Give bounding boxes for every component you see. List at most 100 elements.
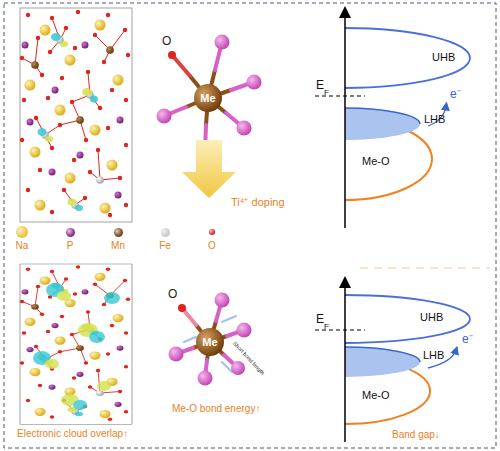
crystal-structure: [40, 25, 51, 36]
octahedron: [237, 121, 252, 136]
crystal-structure: [124, 143, 128, 147]
octahedron-doped: [196, 328, 224, 356]
octahedron-doped: [169, 293, 252, 386]
octahedron: [168, 51, 176, 59]
band-diagram: [345, 108, 420, 124]
crystal-structure: [98, 150, 100, 180]
crystal-structure: [46, 96, 50, 100]
octahedron-doped: [222, 316, 236, 322]
crystal-structure: [50, 146, 54, 150]
crystal-structure: [70, 100, 74, 104]
crystal-structure: [115, 192, 122, 199]
crystal-structure: [22, 42, 29, 49]
band-diagram-doped: [345, 347, 420, 362]
band-diagram-doped: [344, 282, 346, 442]
crystal-structure: [93, 33, 97, 37]
crystal-structure: [77, 152, 84, 159]
crystal-structure: [50, 16, 54, 20]
atom-label: Me: [200, 92, 215, 105]
crystal-structure: [113, 75, 124, 86]
legend-label: Mn: [111, 240, 125, 252]
crystal-structure: [95, 20, 106, 31]
band-label: Me-O: [362, 155, 390, 168]
crystal-structure: [98, 106, 102, 110]
octahedron-doped: [215, 293, 230, 308]
crystal-structure: [72, 158, 76, 162]
octahedron: [247, 75, 262, 90]
band-diagram: [345, 108, 420, 140]
crystal-structure: [49, 169, 56, 176]
crystal-structure: [96, 176, 104, 184]
legend-label: O: [208, 240, 216, 252]
legend-swatch: [114, 228, 123, 237]
electron-cloud: [104, 292, 120, 304]
electron-cloud: [57, 291, 71, 301]
crystal-structure: [20, 138, 24, 142]
crystal-structure: [31, 46, 114, 124]
legend-swatch: [66, 228, 75, 237]
crystal-structure: [20, 56, 24, 60]
crystal-structure: [118, 176, 122, 180]
crystal-structure: [106, 46, 114, 54]
crystal-structure: [38, 168, 42, 172]
band-label: UHB: [420, 311, 443, 324]
crystal-structure: [48, 50, 52, 54]
crystal-structure: [20, 8, 132, 222]
crystal-structure: [124, 203, 128, 207]
band-label: LHB: [423, 349, 444, 362]
legend-swatch: [16, 226, 28, 238]
crystal-structure: [126, 53, 130, 57]
octahedron-doped: [231, 361, 245, 375]
crystal-structure: [20, 10, 130, 217]
octahedron-doped: [176, 300, 244, 378]
legend-swatch: [161, 228, 170, 237]
crystal-structure: [22, 18, 125, 205]
crystal-structure: [82, 42, 89, 49]
crystal-structure: [25, 20, 124, 214]
atom-label: Me: [202, 336, 217, 349]
octahedron-doped: [198, 371, 213, 386]
effect-label: Band gap↓: [392, 429, 440, 441]
octahedron: [164, 42, 254, 152]
crystal-structure: [106, 126, 110, 130]
crystal-structure: [38, 33, 99, 211]
crystal-structure: [117, 117, 124, 124]
octahedron-doped: [184, 337, 196, 342]
band-diagram: [315, 12, 470, 228]
electron-cloud: [97, 381, 111, 391]
crystal-structure: [86, 70, 90, 74]
octahedron: [194, 84, 222, 112]
crystal-structure: [60, 76, 64, 80]
crystal-structure: [102, 60, 106, 64]
crystal-structure: [51, 33, 61, 41]
band-diagram-doped: [315, 329, 365, 330]
band-diagram-doped: [345, 295, 470, 343]
electron-cloud: [33, 283, 120, 410]
band-label: LHB: [424, 113, 445, 126]
crystal-structure: [108, 213, 112, 217]
crystal-structure: [124, 98, 128, 102]
crystal-structure: [76, 10, 80, 14]
crystal-structure: [26, 188, 30, 192]
electron-label: e⁻: [450, 88, 461, 102]
octahedron-doped: [178, 304, 186, 312]
crystal-structure: [52, 18, 60, 40]
crystal-structure: [106, 13, 110, 17]
crystal-structure: [100, 203, 111, 214]
crystal-structure: [68, 199, 77, 206]
crystal-structure: [31, 61, 39, 69]
crystal-structure: [34, 116, 38, 120]
crystal-structure: [35, 200, 46, 211]
crystal-structure: [64, 26, 68, 30]
crystal-structure: [107, 160, 118, 171]
crystal-structure: [110, 88, 114, 92]
crystal-structure: [90, 95, 100, 108]
crystal-structure: [65, 55, 76, 66]
fermi-subscript: F: [324, 88, 329, 97]
crystal-structure: [41, 36, 104, 209]
crystal-structure: [84, 138, 88, 142]
frame-border: [4, 3, 496, 448]
legend-label: P: [67, 240, 74, 252]
fermi-label: E: [316, 313, 324, 327]
band-diagram: [344, 12, 346, 228]
